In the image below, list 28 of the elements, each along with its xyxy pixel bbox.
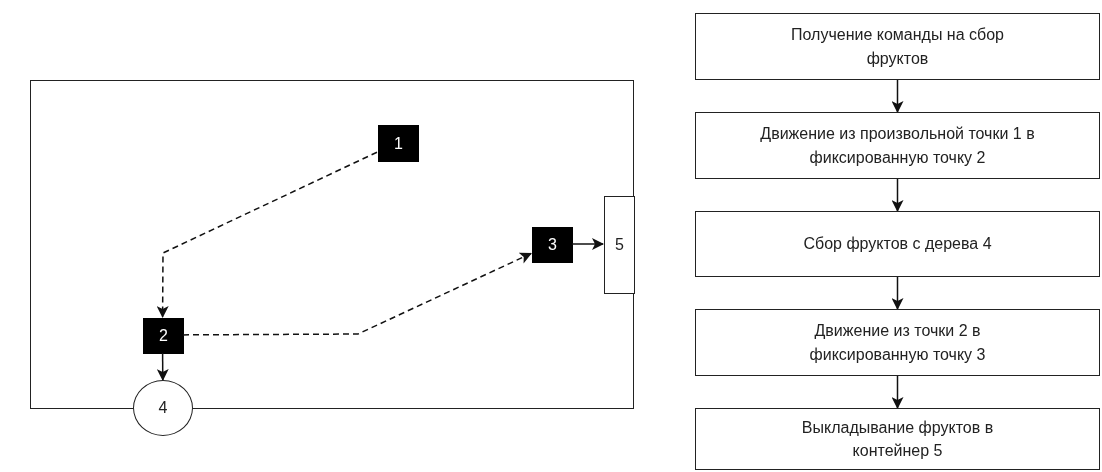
container-box (604, 196, 635, 294)
container-number: 5 (615, 236, 624, 254)
arrow (891, 79, 904, 113)
point-marker (532, 227, 573, 263)
arrow (571, 238, 604, 250)
tree-number: 4 (158, 399, 168, 417)
process-box (695, 211, 1100, 277)
process-box (695, 112, 1100, 179)
arrow (891, 178, 904, 212)
step-text: Сбор фруктов с дерева 4 (803, 234, 992, 255)
arrow (156, 352, 169, 381)
process-box (695, 13, 1100, 80)
step-text: Выкладывание фруктов в контейнер 5 (800, 417, 995, 461)
arrow (182, 252, 532, 336)
arrow (891, 375, 904, 409)
step-text: Движение из точки 2 в фиксированную точку 3 (808, 321, 987, 365)
arrow (891, 276, 904, 310)
point-number: 2 (159, 327, 168, 345)
tree-circle (133, 380, 193, 436)
arrow (156, 151, 378, 318)
step-text: Получение команды на сбор фруктов (790, 25, 1005, 69)
point-number: 1 (394, 134, 403, 153)
process-box (695, 408, 1100, 470)
point-number: 3 (548, 236, 557, 254)
process-box (695, 309, 1100, 376)
point-marker (378, 125, 419, 162)
point-marker (143, 318, 184, 354)
step-text: Движение из произвольной точки 1 в фиксированную точку 2 (759, 124, 1036, 168)
